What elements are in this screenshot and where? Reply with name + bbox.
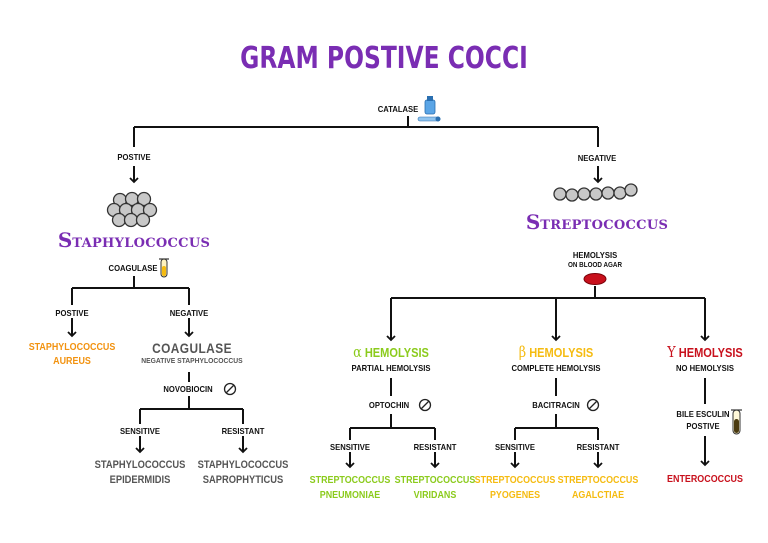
negative-branch-label: NEGATIVE	[577, 153, 617, 163]
catalase-label: CATALASE	[377, 104, 419, 114]
bile-esculin-tube-icon	[731, 409, 742, 435]
staph-saprophyticus-line2: SAPROPHYTICUS	[202, 474, 284, 486]
hemolysis-label: HEMOLYSIS	[572, 250, 618, 260]
test-tube-icon	[159, 258, 169, 278]
novobiocin-resistant-label: RESISTANT	[221, 426, 265, 436]
alpha-hemolysis-heading: α HEMOLYSIS	[353, 345, 429, 360]
staph-epidermidis-line2: EPIDERMIDIS	[109, 474, 171, 486]
beta-symbol: β	[518, 343, 527, 361]
gamma-hemolysis-heading: Y HEMOLYSIS	[667, 345, 743, 360]
bacitracin-disc-icon	[586, 398, 600, 412]
catalase-reagent-icon	[417, 96, 441, 122]
staph-initial: S	[57, 228, 73, 252]
page-title: GRAM POSTIVE COCCI	[240, 41, 528, 76]
beta-subtitle: COMPLETE HEMOLYSIS	[511, 363, 601, 373]
positive-branch-label: POSTIVE	[117, 152, 151, 162]
staphylococcus-cluster-icon	[106, 191, 158, 228]
bacitracin-sensitive-label: SENSITIVE	[495, 442, 535, 452]
strep-pyogenes-line2: PYOGENES	[489, 489, 541, 501]
alpha-symbol: α	[353, 343, 362, 361]
strep-initial: S	[525, 210, 541, 234]
gamma-subtitle: NO HEMOLYSIS	[676, 363, 734, 373]
strep-pneumoniae-line1: STREPTOCOCCUS	[309, 474, 391, 486]
strep-pyogenes-line1: STREPTOCOCCUS	[474, 474, 556, 486]
coagulase-label: COAGULASE	[108, 263, 158, 273]
strep-viridans-line1: STREPTOCOCCUS	[394, 474, 476, 486]
optochin-label: OPTOCHIN	[368, 400, 410, 410]
staph-rest: TAPHYLOCOCCUS	[72, 236, 211, 251]
cns-title: COAGULASE	[152, 340, 232, 356]
bile-esculin-label: BILE ESCULIN	[676, 409, 730, 419]
streptococcus-chain-icon	[553, 183, 638, 202]
optochin-disc-icon	[418, 398, 432, 412]
alpha-label: HEMOLYSIS	[364, 345, 429, 360]
cns-subtitle: NEGATIVE STAPHYLOCOCCUS	[141, 356, 243, 365]
streptococcus-genus: STREPTOCOCCUS	[526, 212, 668, 232]
strep-agalctiae-line2: AGALCTIAE	[571, 489, 625, 501]
strep-pneumoniae-line2: PNEUMONIAE	[319, 489, 381, 501]
strep-agalctiae-line1: STREPTOCOCCUS	[557, 474, 639, 486]
enterococcus-label: ENTEROCOCCUS	[667, 473, 743, 485]
strep-viridans-line2: VIRIDANS	[413, 489, 457, 501]
blood-agar-plate-icon	[583, 273, 607, 285]
gamma-symbol: Y	[667, 343, 676, 361]
staphylococcus-genus: STAPHYLOCOCCUS	[58, 230, 210, 250]
optochin-sensitive-label: SENSITIVE	[330, 442, 370, 452]
bacitracin-label: BACITRACIN	[532, 400, 580, 410]
staph-aureus-line2: AUREUS	[53, 355, 91, 367]
staph-saprophyticus-line1: STAPHYLOCOCCUS	[197, 459, 289, 471]
staph-aureus-line1: STAPHYLOCOCCUS	[28, 341, 116, 353]
staph-epidermidis-line1: STAPHYLOCOCCUS	[94, 459, 186, 471]
beta-label: HEMOLYSIS	[529, 345, 594, 360]
strep-rest: TREPTOCOCCUS	[540, 218, 669, 233]
beta-hemolysis-heading: β HEMOLYSIS	[519, 345, 594, 360]
bacitracin-resistant-label: RESISTANT	[576, 442, 620, 452]
bile-esculin-positive-label: POSTIVE	[686, 421, 720, 431]
alpha-subtitle: PARTIAL HEMOLYSIS	[351, 363, 431, 373]
on-blood-agar-label: ON BLOOD AGAR	[567, 262, 623, 269]
coagulase-negative-label: NEGATIVE	[169, 308, 209, 318]
novobiocin-disc-icon	[223, 382, 237, 396]
novobiocin-label: NOVOBIOCIN	[163, 384, 213, 394]
optochin-resistant-label: RESISTANT	[413, 442, 457, 452]
coagulase-positive-label: POSTIVE	[55, 308, 89, 318]
novobiocin-sensitive-label: SENSITIVE	[120, 426, 160, 436]
gamma-label: HEMOLYSIS	[678, 345, 743, 360]
